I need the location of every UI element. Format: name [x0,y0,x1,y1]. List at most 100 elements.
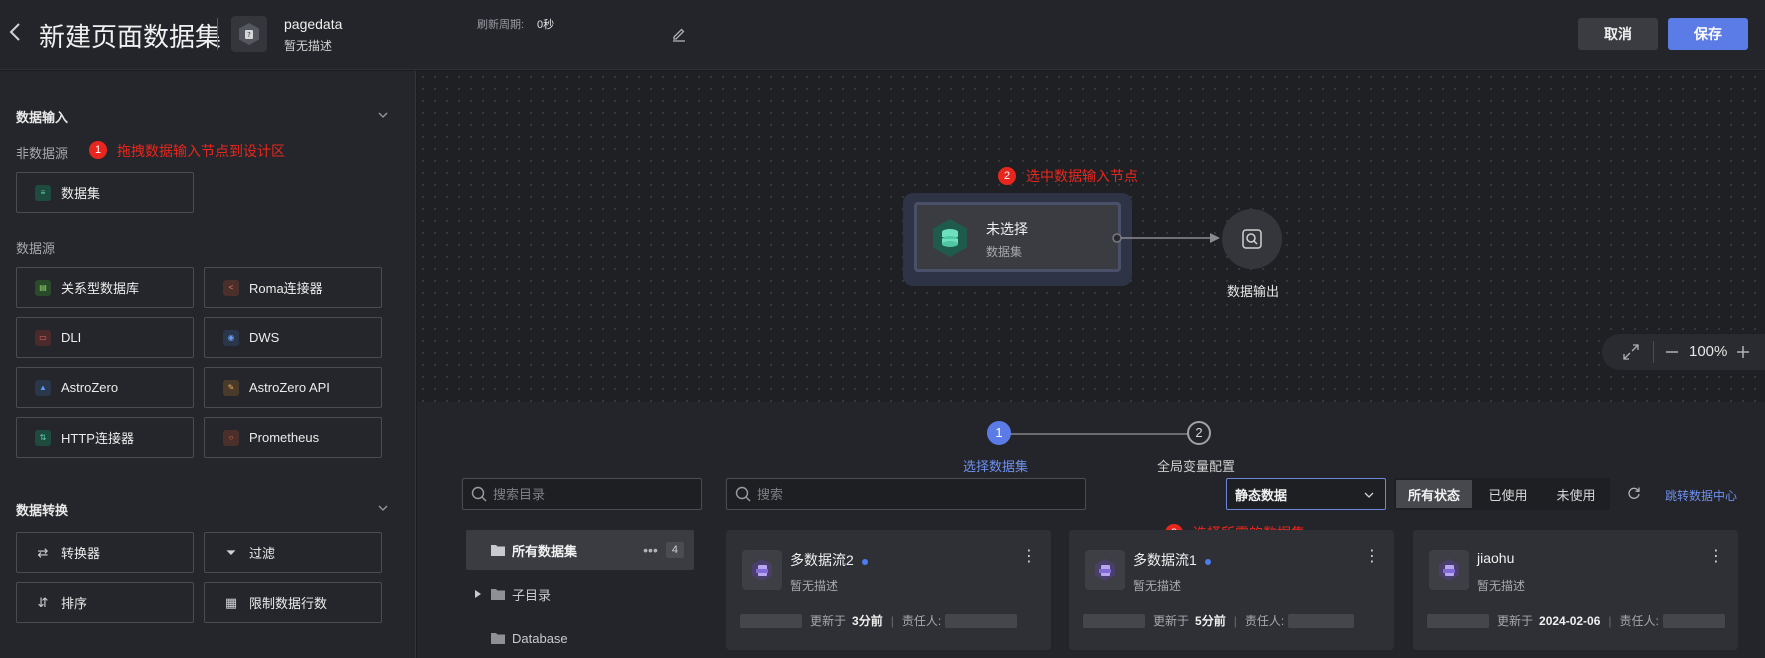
card-title: jiaohu [1477,550,1515,566]
fit-screen-icon[interactable] [1622,343,1640,361]
tile-label: HTTP连接器 [61,431,134,446]
zoom-out-icon[interactable] [1664,343,1680,361]
chevron-down-icon[interactable] [376,108,390,122]
refresh-icon[interactable] [1627,486,1641,500]
converter-icon: ⇄ [37,544,49,560]
cancel-button[interactable]: 取消 [1578,18,1658,50]
dataset-search-input[interactable] [757,486,1037,502]
annotation-text-2: 选中数据输入节点 [1026,168,1138,184]
tile-label: 转换器 [61,546,101,561]
svg-text:?: ? [247,31,251,39]
data-transform-section-title: 数据转换 [16,503,69,518]
tree-item-label: 子目录 [512,587,552,603]
updated-time: 5分前 [1195,614,1226,628]
tile-label: AstroZero API [249,380,330,395]
search-icon [735,486,751,502]
more-vertical-icon[interactable]: ⋮ [1021,548,1037,565]
edit-icon[interactable] [671,26,687,42]
api-icon: ✎ [223,379,239,396]
card-title: 多数据流1 [1133,550,1211,570]
save-button[interactable]: 保存 [1668,18,1748,50]
more-vertical-icon[interactable]: ⋮ [1364,548,1380,565]
zoom-level: 100% [1689,343,1728,360]
more-options-icon[interactable]: ••• [643,542,658,558]
tile-label: Roma连接器 [249,281,323,296]
data-output-node[interactable] [1222,209,1282,269]
tile-label: Prometheus [249,430,320,445]
directory-search-input[interactable] [493,486,677,502]
node-tile-astrozero-api[interactable]: ✎ AstroZero API [204,367,382,408]
status-used-tab[interactable]: 已使用 [1488,487,1528,503]
node-tile-prometheus[interactable]: ○ Prometheus [204,417,382,458]
design-canvas[interactable] [417,71,1765,402]
data-type-select[interactable]: 静态数据 [1226,478,1386,510]
dataset-search-field[interactable] [726,478,1086,510]
tree-item-subdirectory[interactable]: 子目录 [466,574,694,614]
status-dot [861,559,868,565]
node-tile-limit-rows[interactable]: ▦ 限制数据行数 [204,582,382,623]
expand-triangle-icon[interactable] [474,589,482,599]
node-tile-converter[interactable]: ⇄ 转换器 [16,532,194,573]
directory-search-field[interactable] [462,478,702,510]
node-tile-astrozero[interactable]: ▲ AstroZero [16,367,194,408]
tree-item-label: Database [512,630,568,646]
tile-label: 过滤 [249,546,276,561]
dataset-node-icon [929,217,971,259]
annotation-text-1: 拖拽数据输入节点到设计区 [117,143,285,159]
card-description: 暂无描述 [1133,579,1182,593]
folder-icon [491,545,505,556]
node-tile-filter[interactable]: ⏷ 过滤 [204,532,382,573]
http-icon: ⇅ [35,429,51,446]
tile-label: AstroZero [61,380,119,395]
node-tile-dws[interactable]: ◉ DWS [204,317,382,358]
dataset-description: 暂无描述 [284,39,333,53]
tile-label: DLI [61,330,82,345]
non-datasource-label: 非数据源 [16,146,69,161]
dataset-card[interactable]: 多数据流2 暂无描述 ⋮ 更新于 3分前 | 责任人: [726,530,1051,650]
node-tile-http-connector[interactable]: ⇅ HTTP连接器 [16,417,194,458]
filter-icon: ⏷ [225,544,237,560]
dataset-icon: ≡ [35,184,51,201]
tree-item-all-datasets[interactable]: 所有数据集 ••• 4 [466,530,694,570]
node-tile-sort[interactable]: ⇵ 排序 [16,582,194,623]
astrozero-icon: ▲ [35,379,51,396]
status-unused-tab[interactable]: 未使用 [1556,487,1596,503]
status-dot [1204,559,1211,565]
refresh-period-label: 刷新周期: [477,19,525,31]
status-all-tab[interactable]: 所有状态 [1394,478,1474,510]
back-arrow-icon[interactable] [8,21,28,47]
datasource-label: 数据源 [16,241,56,256]
connection-edge [1112,233,1220,243]
dataset-card[interactable]: jiaohu 暂无描述 ⋮ 更新于 2024-02-06 | 责任人: [1413,530,1738,650]
database-icon: ▤ [35,279,51,296]
dws-icon: ◉ [223,329,239,346]
step-2-indicator: 2 [1187,421,1211,445]
folder-icon [491,589,505,600]
dataset-card[interactable]: 多数据流1 暂无描述 ⋮ 更新于 5分前 | 责任人: [1069,530,1394,650]
zoom-in-icon[interactable] [1735,343,1751,361]
dataset-name: pagedata [284,16,343,32]
node-tile-dli[interactable]: ▭ DLI [16,317,194,358]
more-vertical-icon[interactable]: ⋮ [1708,548,1724,565]
annotation-badge-2: 2 [998,167,1016,185]
redacted-text [740,613,802,628]
page-title: 新建页面数据集 [39,22,222,52]
chevron-down-icon[interactable] [376,501,390,515]
card-description: 暂无描述 [1477,579,1526,593]
data-output-label: 数据输出 [1226,284,1279,299]
node-tile-roma-connector[interactable]: < Roma连接器 [204,267,382,308]
chevron-down-icon [1364,492,1374,498]
card-footer: 更新于 2024-02-06 | 责任人: [1427,612,1725,629]
step-connector [1010,433,1188,435]
title-divider [217,18,218,50]
jump-data-center-link[interactable]: 跳转数据中心 [1665,489,1738,503]
node-title: 未选择 [986,221,1028,237]
card-description: 暂无描述 [790,579,839,593]
node-tile-relational-db[interactable]: ▤ 关系型数据库 [16,267,194,308]
redacted-owner [1662,613,1725,628]
node-tile-dataset[interactable]: ≡ 数据集 [16,172,194,213]
tree-item-database[interactable]: Database [466,618,694,658]
output-icon [1242,229,1262,249]
redacted-text [1083,613,1145,628]
step-1-label: 选择数据集 [963,459,1029,474]
